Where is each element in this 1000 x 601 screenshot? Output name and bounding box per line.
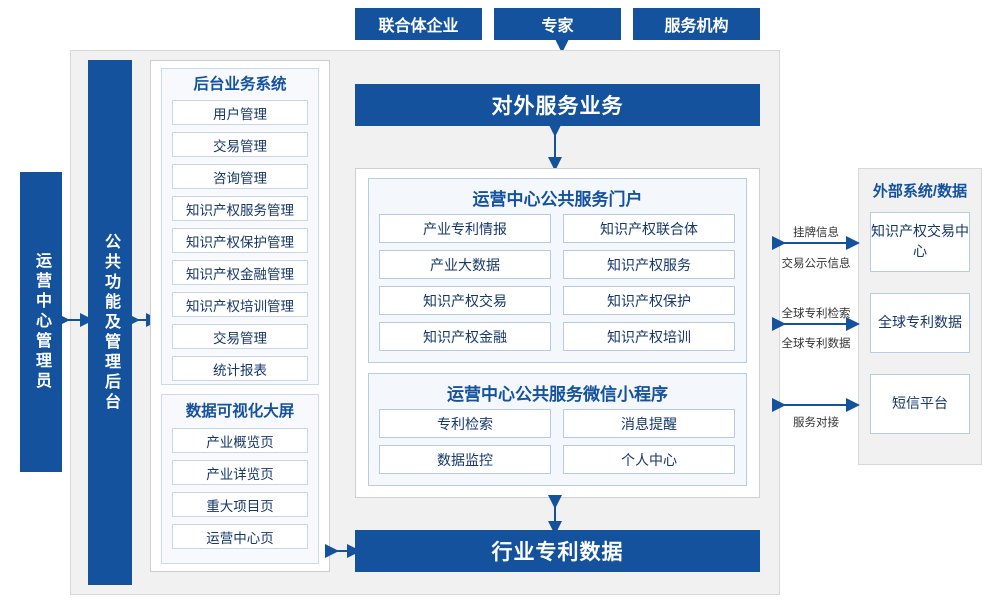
operator-bar: 运营中心管理员 bbox=[20, 172, 62, 472]
portal-item-1[interactable]: 知识产权联合体 bbox=[563, 214, 735, 243]
backend-item-5[interactable]: 知识产权金融管理 bbox=[172, 260, 308, 285]
external-systems-title: 外部系统/数据 bbox=[872, 182, 968, 200]
portal-item-7[interactable]: 知识产权培训 bbox=[563, 322, 735, 351]
backend-item-1[interactable]: 交易管理 bbox=[172, 132, 308, 157]
backend-item-6[interactable]: 知识产权培训管理 bbox=[172, 292, 308, 317]
external-conn-label-2: 全球专利检索 bbox=[781, 308, 851, 320]
arrow-admin-backend bbox=[126, 313, 160, 327]
external-service-title-box: 对外服务业务 bbox=[355, 84, 760, 126]
portal-item-6[interactable]: 知识产权金融 bbox=[379, 322, 551, 351]
industry-data-box: 行业专利数据 bbox=[355, 530, 760, 572]
arrow-dataviz-industry bbox=[325, 544, 361, 558]
arrow-external-trading bbox=[772, 236, 860, 250]
external-conn-label-4: 服务对接 bbox=[793, 417, 839, 429]
backend-system-title: 后台业务系统 bbox=[193, 76, 287, 93]
miniprogram-item-2[interactable]: 数据监控 bbox=[379, 445, 551, 474]
backend-item-7[interactable]: 交易管理 bbox=[172, 324, 308, 349]
external-item-2[interactable]: 短信平台 bbox=[870, 374, 970, 434]
arrow-portal-industry bbox=[548, 495, 562, 535]
dataviz-title: 数据可视化大屏 bbox=[185, 403, 295, 420]
portal-item-2[interactable]: 产业大数据 bbox=[379, 250, 551, 279]
portal-item-4[interactable]: 知识产权交易 bbox=[379, 286, 551, 315]
portal-item-0[interactable]: 产业专利情报 bbox=[379, 214, 551, 243]
arrow-operator-admin bbox=[56, 313, 94, 327]
actor-box-expert[interactable]: 专家 bbox=[494, 8, 621, 40]
admin-bar: 公共功能及管理后台 bbox=[88, 60, 132, 585]
backend-item-4[interactable]: 知识产权保护管理 bbox=[172, 228, 308, 253]
miniprogram-title: 运营中心公共服务微信小程序 bbox=[447, 384, 668, 404]
external-item-0[interactable]: 知识产权交易中心 bbox=[870, 212, 970, 272]
arrow-external-globalpatent bbox=[772, 317, 860, 331]
backend-item-2[interactable]: 咨询管理 bbox=[172, 164, 308, 189]
external-item-1[interactable]: 全球专利数据 bbox=[870, 293, 970, 353]
dataviz-item-3[interactable]: 运营中心页 bbox=[172, 524, 308, 549]
actor-box-service-org[interactable]: 服务机构 bbox=[633, 8, 760, 40]
miniprogram-item-1[interactable]: 消息提醒 bbox=[563, 409, 735, 438]
admin-bar-label: 公共功能及管理后台 bbox=[102, 232, 119, 413]
external-conn-label-1: 交易公示信息 bbox=[781, 258, 851, 270]
dataviz-item-1[interactable]: 产业详览页 bbox=[172, 460, 308, 485]
miniprogram-item-0[interactable]: 专利检索 bbox=[379, 409, 551, 438]
miniprogram-item-3[interactable]: 个人中心 bbox=[563, 445, 735, 474]
arrow-external-sms bbox=[772, 398, 860, 412]
backend-item-3[interactable]: 知识产权服务管理 bbox=[172, 196, 308, 221]
arrow-service-portal bbox=[548, 123, 562, 171]
portal-title: 运营中心公共服务门户 bbox=[472, 189, 643, 209]
dataviz-item-0[interactable]: 产业概览页 bbox=[172, 428, 308, 453]
actor-box-consortium[interactable]: 联合体企业 bbox=[355, 8, 482, 40]
external-conn-label-3: 全球专利数据 bbox=[781, 338, 851, 350]
dataviz-item-2[interactable]: 重大项目页 bbox=[172, 492, 308, 517]
backend-item-8[interactable]: 统计报表 bbox=[172, 356, 308, 381]
operator-bar-label: 运营中心管理员 bbox=[33, 252, 50, 392]
portal-item-3[interactable]: 知识产权服务 bbox=[563, 250, 735, 279]
external-conn-label-0: 挂牌信息 bbox=[793, 227, 839, 239]
backend-item-0[interactable]: 用户管理 bbox=[172, 100, 308, 125]
portal-item-5[interactable]: 知识产权保护 bbox=[563, 286, 735, 315]
